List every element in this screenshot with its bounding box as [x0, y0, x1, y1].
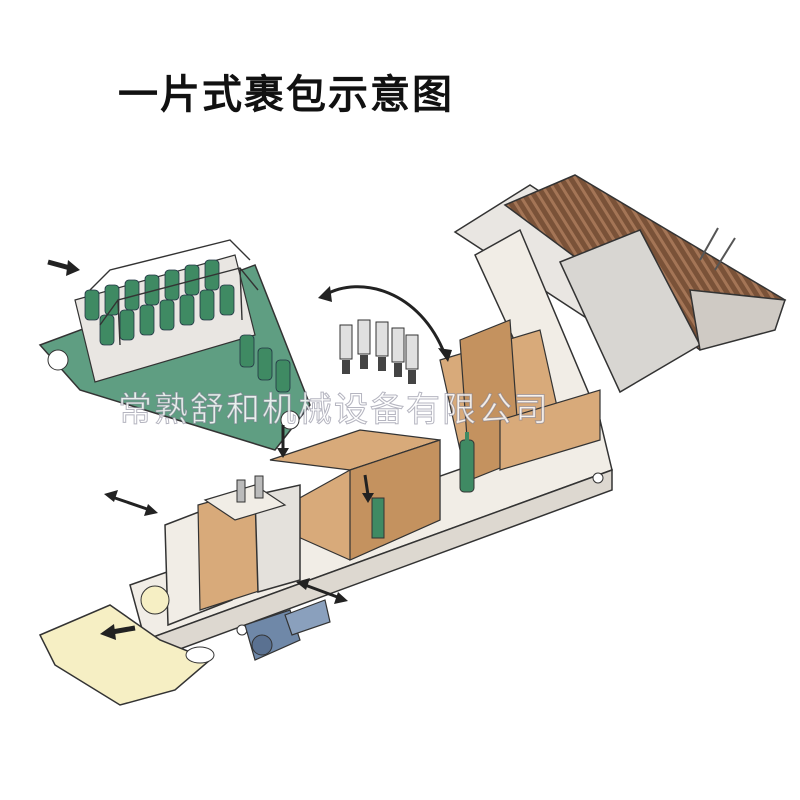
wrapping-unit [164, 475, 301, 627]
arrow-icon [362, 474, 374, 503]
double-arrow-icon [104, 490, 158, 516]
diagram-title: 一片式裹包示意图 [118, 72, 454, 118]
film-feed [38, 585, 215, 706]
drive-motor [244, 599, 331, 661]
carton-stations [258, 319, 601, 561]
flow-arrows [47, 259, 452, 640]
arrow-icon [47, 259, 80, 276]
bottle-rows [84, 239, 291, 393]
curved-arrow-icon [318, 285, 452, 362]
double-arrow-icon [296, 578, 348, 604]
gripper-head [339, 319, 419, 384]
company-watermark: 常熟舒和机械设备有限公司 [118, 390, 550, 431]
arrow-icon [100, 624, 136, 640]
arrow-icon [277, 425, 289, 458]
